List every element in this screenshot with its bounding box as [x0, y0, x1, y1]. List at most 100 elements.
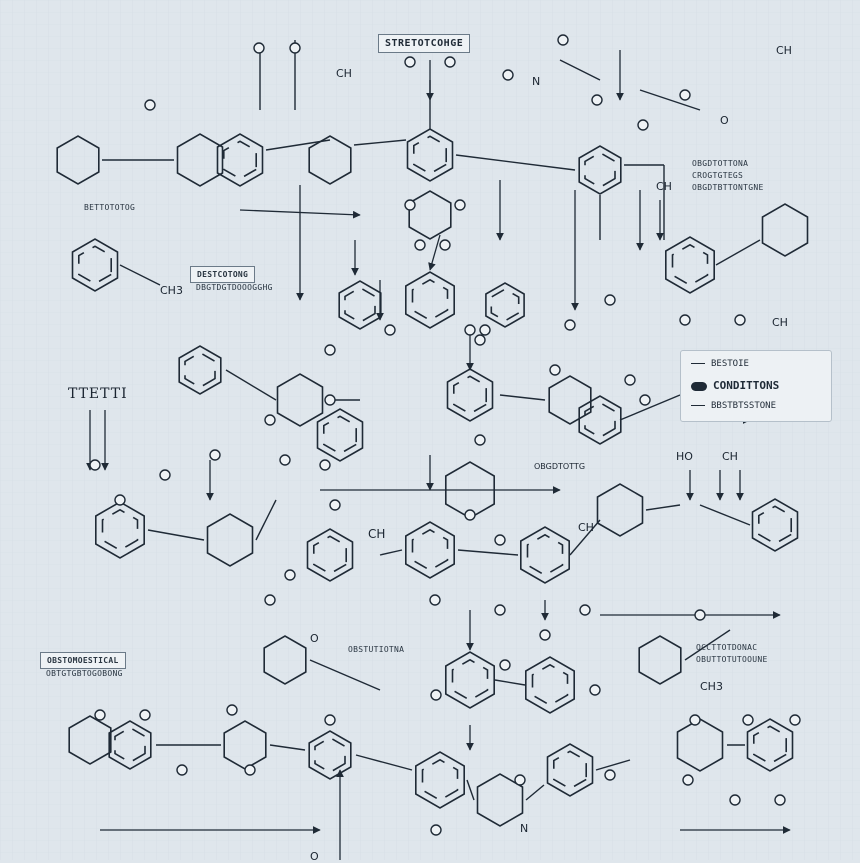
ring [206, 513, 254, 567]
ring [276, 373, 324, 427]
top-right-sublabel: CROGTGTEGS [692, 171, 744, 180]
oxygen-atom [694, 609, 706, 621]
oxygen-atom [324, 394, 336, 406]
oxygen-atom [384, 324, 396, 336]
aromatic-ring [490, 288, 520, 322]
oxygen-atom [414, 239, 426, 251]
ring [664, 236, 716, 294]
dash-icon [691, 363, 705, 364]
legend-row-1-label: BESTOIE [711, 359, 749, 369]
left-side-text: TTETTI [68, 386, 128, 402]
legend-row-2: CONDITTONS [691, 379, 779, 392]
oxygen-atom [430, 689, 442, 701]
bond [225, 369, 277, 401]
ring [404, 271, 456, 329]
ring [176, 133, 224, 187]
ring [216, 133, 264, 187]
oxygen-atom [226, 704, 238, 716]
oxygen-atom [430, 824, 442, 836]
diagram-title: STRETOTCOHGE [378, 34, 471, 53]
bond [265, 139, 331, 151]
atom-label: N [520, 822, 529, 835]
atom-label: HO [676, 450, 693, 463]
atom-label: CH [776, 44, 792, 57]
oxygen-atom [264, 594, 276, 606]
atom-label: O [310, 850, 319, 863]
ring [306, 528, 354, 582]
reaction-arrow [239, 209, 361, 219]
oxygen-atom [209, 449, 221, 461]
top-right-sublabel-2: OBGDTBTTONTGNE [692, 183, 764, 192]
reaction-arrows [86, 50, 791, 860]
atom-label: CH [722, 450, 738, 463]
aromatic-ring [322, 415, 358, 455]
ring [444, 651, 496, 709]
bottom-left-label: OBSTOMOESTICAL [40, 652, 126, 669]
oxygen-atom [474, 434, 486, 446]
oxygen-atom [279, 454, 291, 466]
ring [596, 483, 644, 537]
oxygen-atom [479, 324, 491, 336]
oxygen-atom [502, 69, 514, 81]
oxygen-atoms [89, 34, 801, 836]
oxygen-atom [589, 684, 601, 696]
oxygen-atom [464, 509, 476, 521]
ring [71, 238, 119, 292]
bond [699, 504, 751, 526]
atom-label: CH3 [700, 680, 723, 693]
oxygen-atom [682, 774, 694, 786]
oxygen-atom [176, 764, 188, 776]
ring [68, 715, 112, 765]
oxygen-atom [639, 394, 651, 406]
oxygen-atom [679, 89, 691, 101]
aromatic-ring [411, 528, 449, 572]
aromatic-ring [752, 725, 788, 765]
atom-label: O [310, 632, 319, 645]
ring [485, 282, 525, 328]
bond [645, 504, 681, 511]
oxygen-atom [604, 294, 616, 306]
atom-label: N [532, 75, 541, 88]
bond [255, 499, 277, 541]
aromatic-ring [344, 286, 376, 324]
oxygen-atom [253, 42, 265, 54]
ring [578, 145, 622, 195]
aromatic-ring [451, 658, 489, 702]
bond [639, 89, 701, 111]
atom-label: CH3 [160, 284, 183, 297]
mid-left-label: DESTCOTONG [190, 266, 256, 283]
ring [308, 730, 352, 780]
oxygen-atom [329, 499, 341, 511]
oxygen-atom [404, 199, 416, 211]
bottom-mid-label: OBSTUTIOTNA [348, 645, 405, 654]
oxygen-atom [474, 334, 486, 346]
oxygen-atom [591, 94, 603, 106]
bottom-left-sublabel: OBTGTGBTOGOBONG [46, 669, 123, 678]
legend-row-3-label: BBSTBTSSTONE [711, 401, 777, 411]
bond [525, 784, 545, 801]
top-right-label: OBGDTOTTONA [692, 159, 749, 168]
oxygen-atom [499, 659, 511, 671]
oxygen-atom [689, 714, 701, 726]
bond [569, 519, 601, 556]
oxygen-atom [514, 774, 526, 786]
ring [406, 128, 454, 182]
ring [108, 720, 152, 770]
oxygen-atom [159, 469, 171, 481]
mid-right-text: OBGDTOTTG [534, 462, 586, 471]
ring [316, 408, 364, 462]
ring [524, 656, 576, 714]
reaction-arrow [428, 234, 441, 271]
ring [414, 751, 466, 809]
aromatic-ring [312, 535, 348, 575]
bond [147, 529, 205, 541]
aromatic-ring [314, 736, 346, 774]
ring [95, 501, 145, 559]
oxygen-atom [264, 414, 276, 426]
oxygen-atom [244, 764, 256, 776]
ring [338, 280, 382, 330]
bond [119, 264, 161, 286]
ring [761, 203, 809, 257]
bond [379, 549, 403, 556]
aromatic-ring [421, 758, 459, 802]
